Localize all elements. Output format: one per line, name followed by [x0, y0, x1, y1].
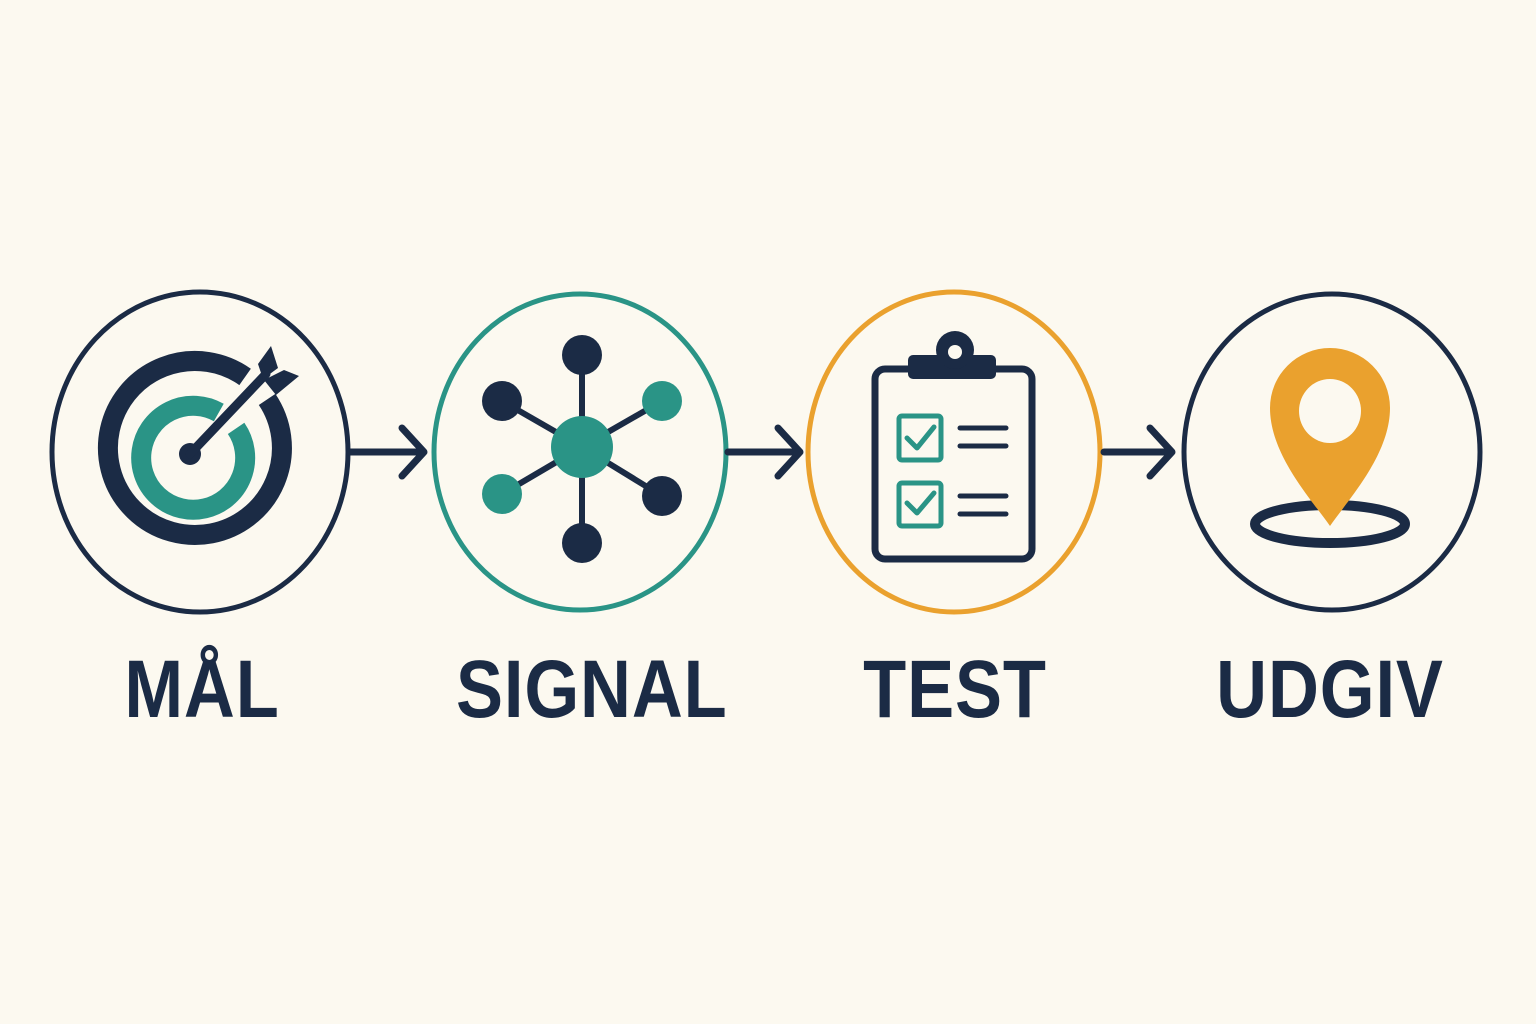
step-ring-udgiv	[1181, 291, 1483, 613]
step-label-signal: SIGNAL	[456, 644, 728, 735]
node-upper-left	[482, 381, 522, 421]
step-test	[805, 289, 1103, 615]
node-lower-right	[642, 476, 682, 516]
pin-hole	[1299, 379, 1361, 443]
checkbox-2	[896, 480, 944, 529]
target-middle-ring	[131, 395, 256, 520]
step-label-mal: MÅL	[124, 644, 280, 735]
step-label-test: TEST	[863, 644, 1047, 735]
node-bottom	[562, 523, 602, 563]
connector-arrow-2	[724, 424, 804, 480]
connector-arrow-3	[1100, 424, 1176, 480]
node-top	[562, 335, 602, 375]
arrow-shaft	[185, 369, 271, 459]
arrow-fletch-side	[264, 370, 299, 395]
arrow-fletch-top	[258, 346, 278, 379]
network-hub-icon	[482, 335, 682, 563]
connector-arrow-1	[345, 424, 428, 480]
step-signal	[431, 291, 729, 613]
location-pin-icon	[1250, 348, 1410, 548]
step-udgiv	[1181, 291, 1483, 613]
target-outer-ring	[97, 350, 292, 545]
step-ring-test	[805, 289, 1103, 615]
clipboard-board	[871, 365, 1036, 563]
hub-node	[551, 416, 613, 478]
clipboard-checklist-icon	[871, 331, 1036, 563]
node-upper-right	[642, 381, 682, 421]
node-lower-left	[482, 474, 522, 514]
step-label-udgiv: UDGIV	[1216, 644, 1444, 735]
checkbox-1	[896, 413, 944, 463]
target-arrow-icon	[97, 346, 299, 545]
step-mal	[49, 289, 351, 615]
